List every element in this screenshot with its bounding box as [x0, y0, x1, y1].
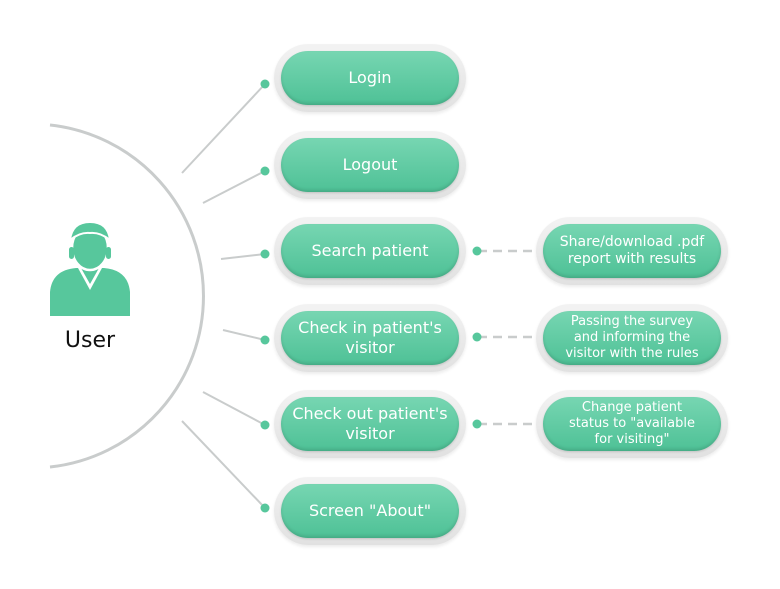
dashed-connector-dot-share-report [472, 246, 482, 256]
screen-about-button[interactable]: Screen "About" [281, 484, 459, 538]
about-label: Screen "About" [308, 501, 432, 521]
user-arc [49, 123, 205, 469]
about-pill-frame: Screen "About" [274, 477, 466, 545]
check-in-visitor-button[interactable]: Check in patient's visitor [281, 311, 459, 365]
user-label: User [64, 328, 116, 353]
connector-dot-about [260, 503, 270, 513]
check-out-visitor-button[interactable]: Check out patient's visitor [281, 397, 459, 451]
dashed-connector-dot-change-status [472, 419, 482, 429]
user-icon [50, 220, 130, 316]
logout-button[interactable]: Logout [281, 138, 459, 192]
connector-dot-login [260, 79, 270, 89]
connector-line-logout [202, 170, 266, 204]
connector-dot-logout [260, 166, 270, 176]
connector-line-login [181, 83, 266, 174]
survey-rules-button[interactable]: Passing the survey and informing the vis… [543, 311, 721, 365]
check-out-pill-frame: Check out patient's visitor [274, 390, 466, 458]
search-patient-label: Search patient [311, 241, 429, 261]
connector-dot-search-patient [260, 249, 270, 259]
connector-line-check-in [222, 329, 266, 341]
search-patient-pill-frame: Search patient [274, 217, 466, 285]
login-button[interactable]: Login [281, 51, 459, 105]
login-label: Login [348, 68, 392, 88]
connector-line-search-patient [220, 253, 266, 260]
share-report-button[interactable]: Share/download .pdf report with results [543, 224, 721, 278]
share-report-label: Share/download .pdf report with results [559, 233, 705, 268]
check-in-pill-frame: Check in patient's visitor [274, 304, 466, 372]
change-status-label: Change patient status to "available for … [569, 399, 695, 448]
login-pill-frame: Login [274, 44, 466, 112]
logout-pill-frame: Logout [274, 131, 466, 199]
check-in-label: Check in patient's visitor [298, 318, 442, 357]
survey-rules-pill-frame: Passing the survey and informing the vis… [536, 304, 728, 372]
connector-dot-check-in [260, 335, 270, 345]
survey-rules-label: Passing the survey and informing the vis… [565, 313, 699, 362]
dashed-connector-dot-survey-rules [472, 332, 482, 342]
change-status-pill-frame: Change patient status to "available for … [536, 390, 728, 458]
change-status-button[interactable]: Change patient status to "available for … [543, 397, 721, 451]
connector-dot-check-out [260, 420, 270, 430]
connector-line-check-out [202, 391, 266, 426]
logout-label: Logout [342, 155, 398, 175]
check-out-label: Check out patient's visitor [292, 404, 448, 443]
search-patient-button[interactable]: Search patient [281, 224, 459, 278]
share-report-pill-frame: Share/download .pdf report with results [536, 217, 728, 285]
connector-line-about [181, 420, 266, 509]
